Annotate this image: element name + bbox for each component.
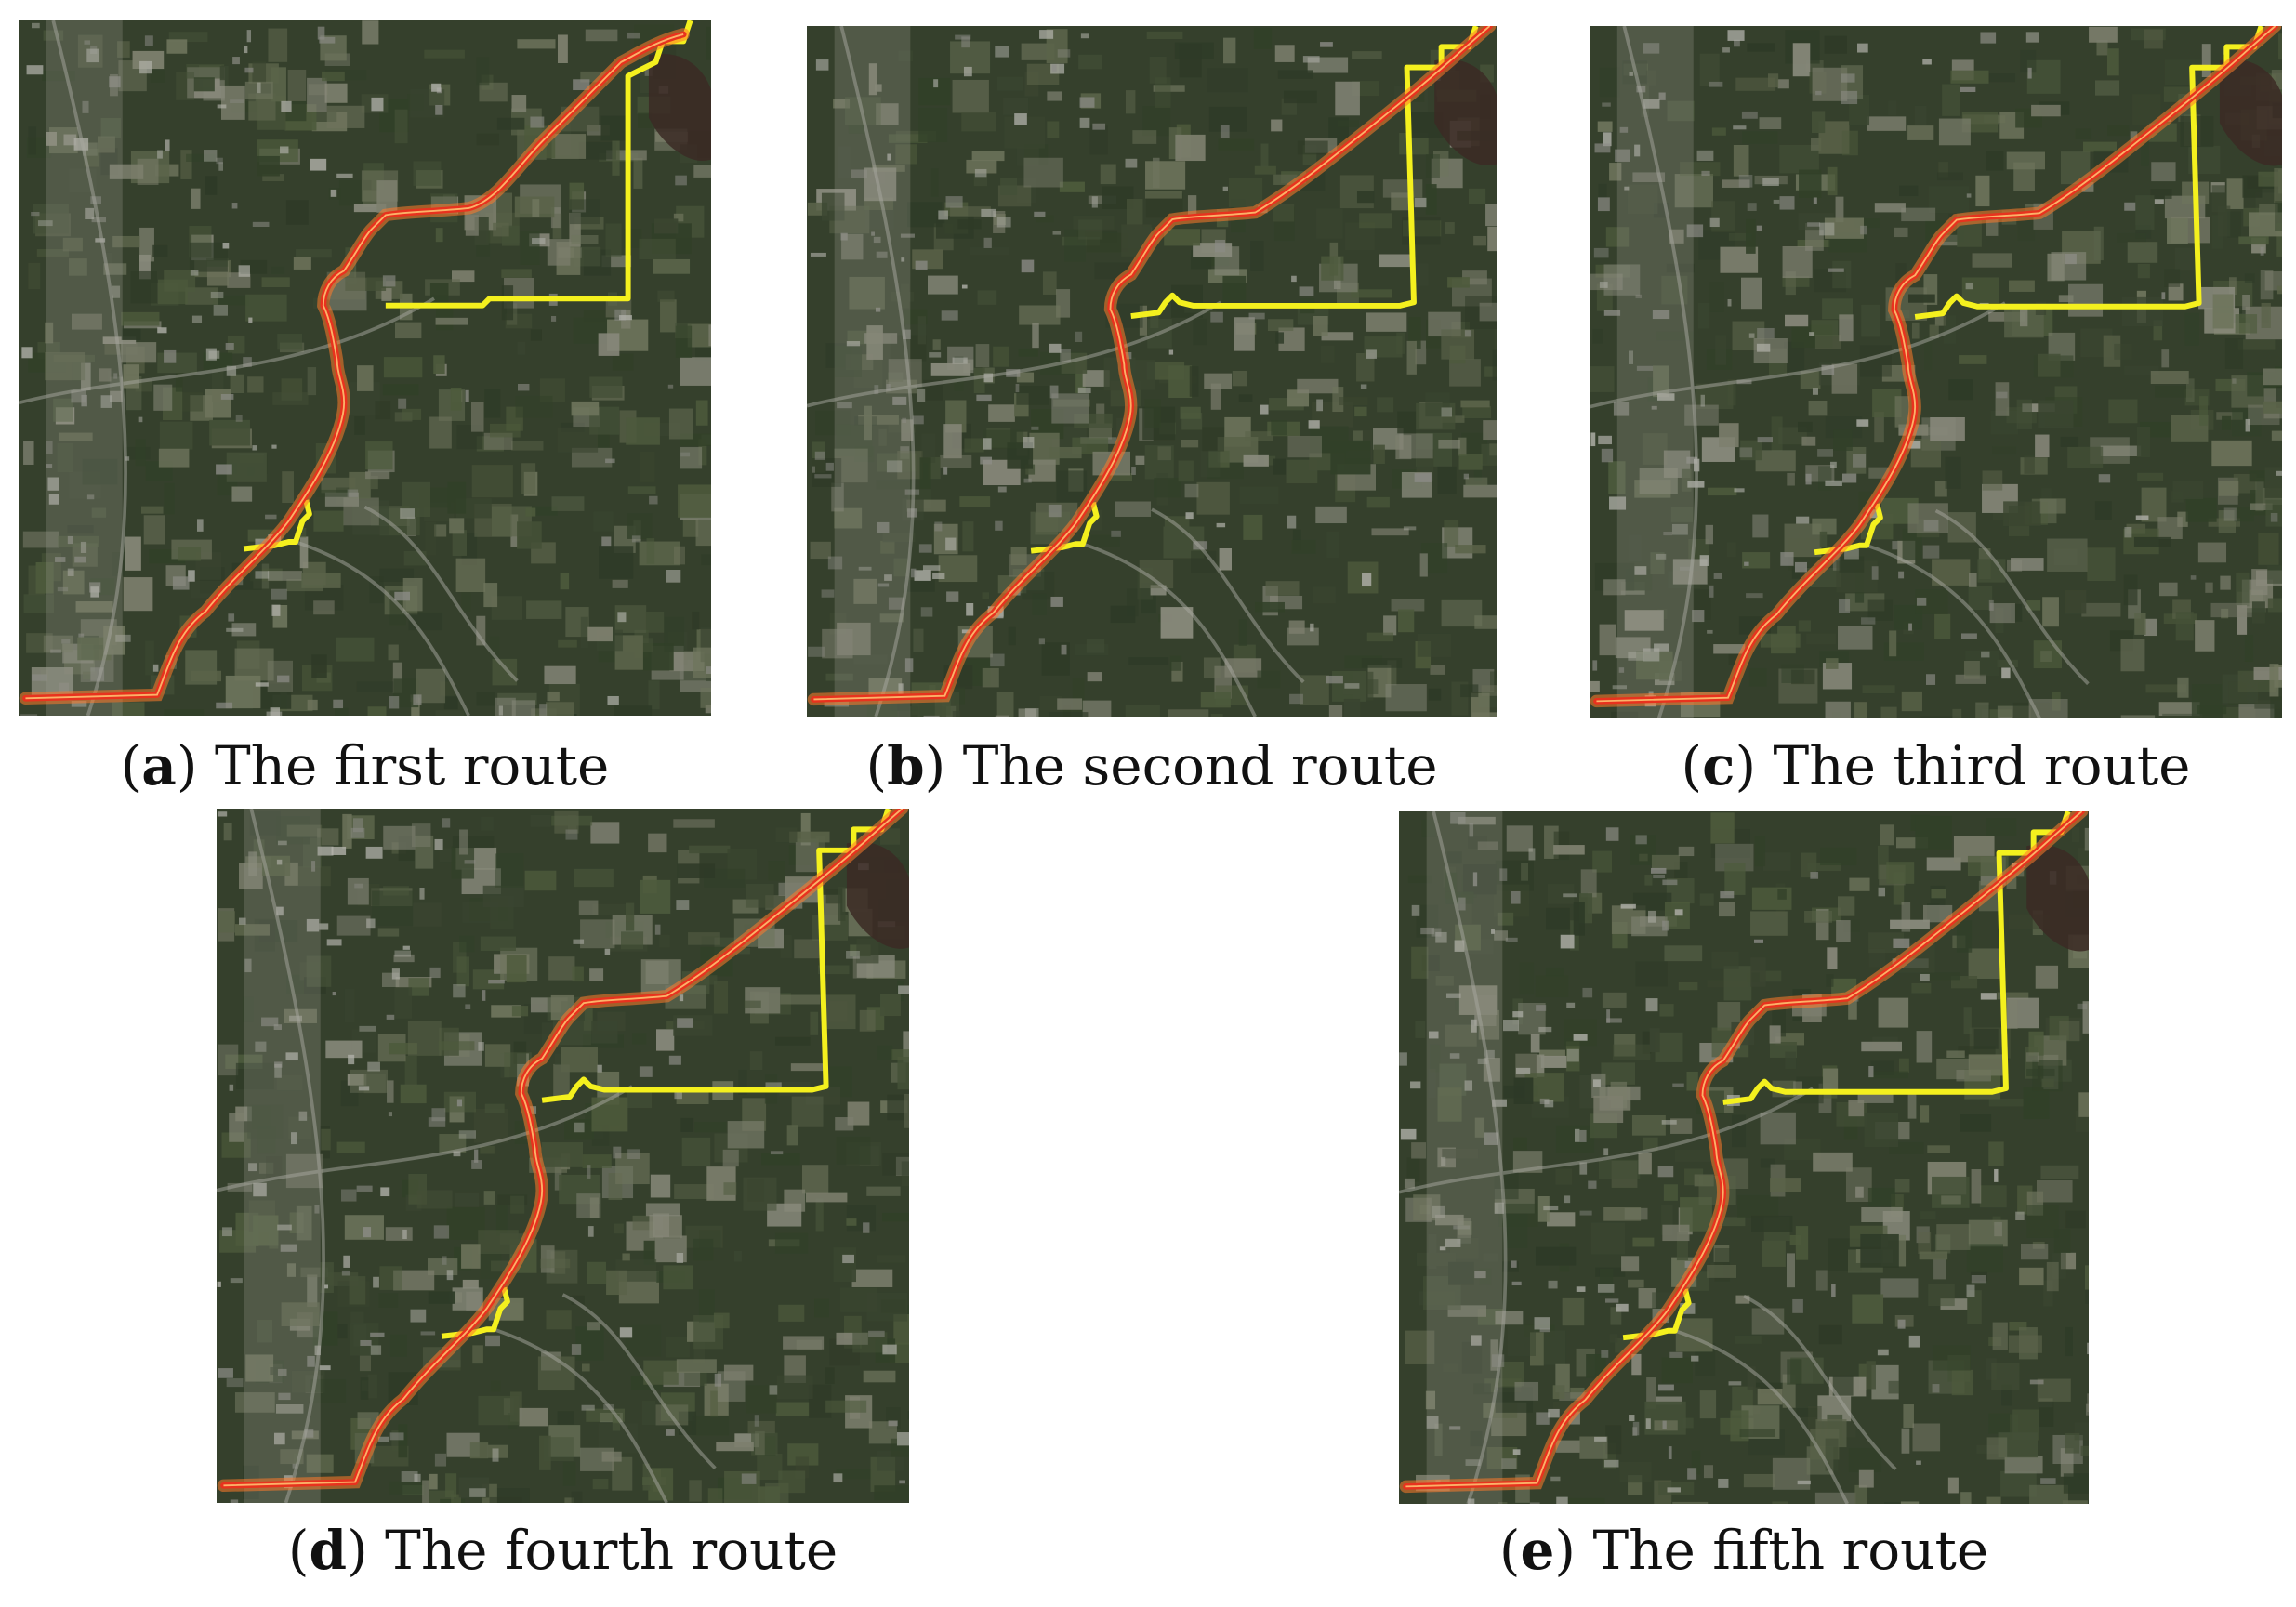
satellite-map-c	[1590, 26, 2282, 718]
road-network	[1590, 26, 2090, 718]
caption-title: The second route	[962, 734, 1438, 797]
dark-area	[2219, 59, 2282, 166]
caption-e: (e) The fifth route	[1498, 1519, 1989, 1582]
terrain-texture	[1399, 811, 2089, 1504]
airport-strip	[46, 20, 123, 716]
yellow-route	[1722, 811, 2071, 1105]
terrain-texture	[217, 810, 909, 1503]
map-graphic-c	[1590, 26, 2282, 718]
caption-b: (b) The second route	[865, 734, 1438, 797]
yellow-route	[1914, 26, 2264, 320]
road-network	[19, 20, 519, 716]
caption-c: (c) The third route	[1681, 734, 2191, 797]
airport-strip	[1616, 26, 1694, 718]
map-graphic-b	[807, 26, 1497, 717]
dark-area	[846, 841, 909, 949]
caption-letter: a	[141, 734, 177, 797]
yellow-route	[541, 809, 891, 1103]
red-route-highlight	[813, 26, 1491, 701]
caption-letter: b	[887, 734, 925, 797]
caption-a: (a) The first route	[120, 734, 610, 797]
red-route-highlight	[1596, 26, 2276, 703]
satellite-map-d	[217, 809, 909, 1503]
red-route-highlight	[223, 809, 904, 1487]
caption-letter: e	[1520, 1519, 1555, 1582]
red-route-highlight	[1405, 811, 2083, 1488]
satellite-map-a	[19, 20, 711, 716]
caption-title: The third route	[1773, 734, 2191, 797]
satellite-map-e	[1399, 811, 2089, 1504]
terrain-texture	[1590, 26, 2282, 718]
dark-area	[1434, 59, 1497, 166]
airport-strip	[244, 809, 321, 1503]
satellite-map-b	[807, 26, 1497, 717]
red-route-highlight	[25, 33, 684, 700]
caption-d: (d) The fourth route	[287, 1519, 838, 1582]
dark-area	[2026, 844, 2089, 952]
caption-title: The first route	[214, 734, 610, 797]
road-network	[1399, 811, 1897, 1504]
road-network	[217, 809, 717, 1503]
map-graphic-a	[19, 20, 711, 716]
caption-letter: c	[1702, 734, 1735, 797]
airport-strip	[1426, 811, 1503, 1504]
yellow-route	[1130, 26, 1479, 320]
caption-title: The fourth route	[385, 1519, 838, 1582]
caption-title: The fifth route	[1592, 1519, 1989, 1582]
map-graphic-e	[1399, 811, 2089, 1504]
caption-letter: d	[309, 1519, 348, 1582]
airport-strip	[834, 26, 911, 717]
road-network	[807, 26, 1305, 717]
dark-area	[648, 53, 711, 162]
terrain-texture	[20, 20, 711, 716]
map-graphic-d	[217, 809, 909, 1503]
